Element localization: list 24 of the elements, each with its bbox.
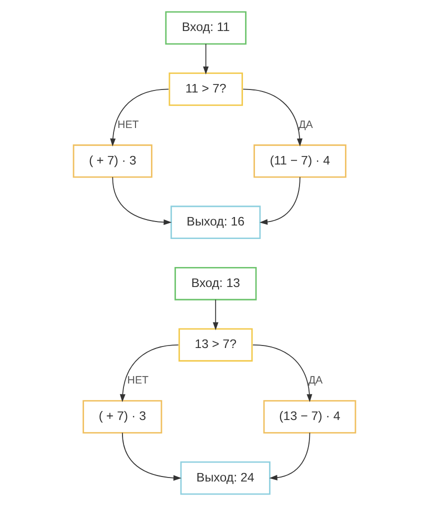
node-box: ( + 7) · 3	[82, 400, 162, 434]
node-box: Вход: 11	[165, 11, 246, 45]
node-box: Выход: 16	[170, 206, 261, 240]
arrow	[122, 432, 182, 481]
edge-label: НЕТ	[118, 118, 139, 131]
arrow	[260, 176, 300, 225]
arrow	[212, 299, 218, 330]
arrow	[252, 344, 312, 402]
arrow	[120, 344, 179, 402]
arrow	[269, 432, 310, 480]
arrow	[112, 176, 172, 225]
arrow	[203, 43, 209, 75]
node-box: (13 − 7) · 4	[263, 400, 356, 434]
node-box: Вход: 13	[174, 266, 257, 300]
edge-label: НЕТ	[127, 374, 149, 387]
edge-label: ДА	[298, 118, 313, 131]
edge-label: ДА	[308, 374, 323, 387]
node-box: (11 − 7) · 4	[254, 144, 346, 178]
arrow	[242, 88, 302, 146]
node-box: Выход: 24	[180, 461, 270, 495]
arrow	[110, 88, 169, 146]
node-box: ( + 7) · 3	[72, 144, 152, 178]
node-box: 13 > 7?	[178, 328, 253, 362]
node-box: 11 > 7?	[168, 72, 243, 106]
